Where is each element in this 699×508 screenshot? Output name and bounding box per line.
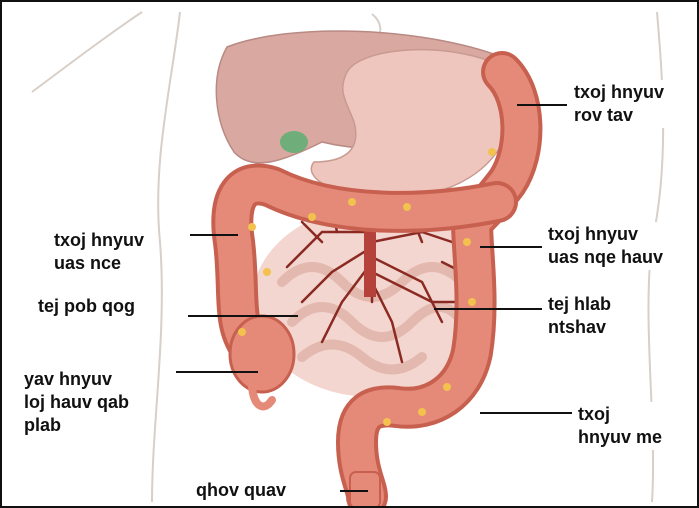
leader-small-intestine [188,315,298,317]
label-cecum: yav hnyuv loj hauv qab plab [18,367,135,438]
label-descending-colon: txoj hnyuv uas nqe hauv [542,222,669,270]
leader-transverse-colon [517,104,567,106]
leader-mesenteric-vessels [434,308,542,310]
label-ascending-colon: txoj hnyuv uas nce [48,228,150,276]
leader-descending-colon [480,246,542,248]
aorta [364,227,376,297]
leader-sigmoid-colon [480,412,572,414]
leader-ascending-colon [190,234,238,236]
gallbladder [280,131,308,153]
label-mesenteric-vessels: tej hlab ntshav [542,292,617,340]
label-small-intestine: tej pob qog [32,294,141,319]
leader-rectum [340,490,368,492]
leader-cecum [176,371,258,373]
label-rectum: qhov quav [190,478,292,503]
label-sigmoid-colon: txoj hnyuv me [572,402,668,450]
label-transverse-colon: txoj hnyuv rov tav [568,80,670,128]
cecum [230,316,294,392]
